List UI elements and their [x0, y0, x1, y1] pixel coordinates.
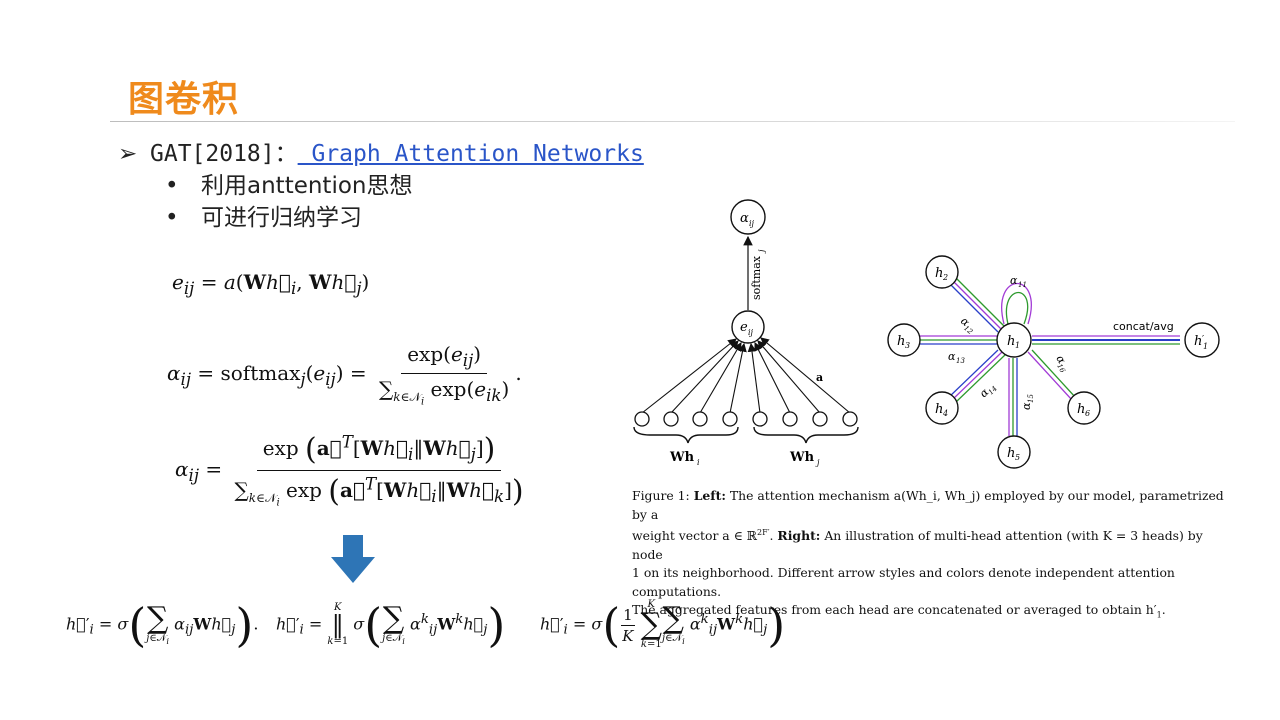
bullet-dot-icon: • — [165, 173, 179, 199]
alpha-11-sub: 11 — [1018, 281, 1027, 289]
bullet-dot-icon: • — [165, 205, 179, 231]
alpha-13-label: α — [948, 350, 956, 363]
node-h5-sub: 5 — [1015, 453, 1020, 462]
node-h6-sub: 6 — [1085, 409, 1090, 418]
e-node-sub: ij — [748, 328, 754, 337]
caption-line4: The aggregated features from each head a… — [632, 602, 1157, 618]
arrow-bullet-icon: ➢ — [118, 141, 138, 167]
center-node-label: h — [1007, 334, 1015, 349]
softmax-sub: j — [757, 249, 766, 254]
wh-i-label: Wh — [669, 450, 695, 465]
output-node-prime: ′ — [1202, 335, 1204, 345]
output-node-label: h — [1194, 334, 1202, 349]
equation-aggregate-single: h⃗′i = σ(∑j∈𝒩i αijWh⃗j). — [66, 598, 259, 652]
alpha-16-sub: 16 — [1055, 363, 1067, 375]
output-node-h1-prime — [1184, 322, 1220, 358]
caption-right-label: Right: — [777, 528, 821, 544]
alpha-node-label: α — [740, 211, 749, 226]
main-bullet: ➢ GAT[2018]： Graph Attention Networks — [118, 134, 644, 168]
node-h5-label: h — [1007, 446, 1015, 461]
caption-line2-sup: 2F′ — [757, 528, 770, 537]
e-node — [731, 310, 765, 344]
slide-title: 图卷积 — [128, 79, 240, 120]
caption-line1: The attention mechanism a(Wh_i, Wh_j) em… — [632, 488, 1224, 522]
input-neurons — [634, 411, 858, 427]
caption-line2a: weight vector a ∈ ℝ — [632, 528, 758, 544]
equation-attention-coeff: αij = exp (a⃗T[Wh⃗i‖Wh⃗j])∑k∈𝒩i exp (a⃗T… — [175, 432, 524, 509]
alpha-15-label: α — [1020, 402, 1033, 410]
alpha-11-label: α — [1010, 274, 1018, 287]
brace-right — [753, 426, 859, 444]
center-node-h1 — [996, 322, 1032, 358]
equation-aggregate-concat: h⃗′i = K‖k=1 σ(∑j∈𝒩i αkijWkh⃗j) — [276, 598, 506, 652]
alpha-15-sub: 15 — [1027, 394, 1035, 403]
wh-i-sub: i — [697, 458, 700, 467]
multi-head-attention-diagram: h 1 h 2 h 3 h 4 h 5 h 6 h ′ 1 concat/avg… — [887, 255, 1220, 469]
brace-left — [633, 426, 739, 444]
figure-caption: Figure 1: Left: The attention mechanism … — [632, 487, 1232, 625]
caption-line4-sub: 1 — [1156, 610, 1162, 620]
a-vector-label: a — [816, 371, 823, 384]
main-bullet-prefix: GAT[2018]： — [150, 141, 298, 167]
node-h5 — [997, 435, 1031, 469]
node-h2-sub: 2 — [942, 273, 948, 282]
alpha-13-sub: 13 — [956, 357, 965, 365]
center-node-sub: 1 — [1015, 341, 1020, 350]
paper-link[interactable]: Graph Attention Networks — [297, 141, 644, 167]
output-node-sub: 1 — [1203, 342, 1208, 351]
e-node-label: e — [740, 320, 748, 335]
caption-line2b: . — [769, 528, 778, 544]
sub-bullet-text: 可进行归纳学习 — [201, 205, 362, 231]
node-h2 — [925, 255, 959, 289]
concat-avg-label: concat/avg — [1113, 320, 1174, 333]
node-h4-sub: 4 — [942, 409, 948, 418]
node-h6 — [1067, 391, 1101, 425]
equation-eij: eij = a(Wh⃗i, Wh⃗j) — [172, 270, 370, 298]
wh-j-sub: j — [815, 458, 820, 467]
node-h3 — [887, 323, 921, 357]
sub-bullet-text: 利用anttention思想 — [201, 173, 413, 199]
caption-line4-end: . — [1161, 602, 1166, 618]
wh-j-label: Wh — [789, 450, 815, 465]
node-h3-label: h — [897, 334, 905, 349]
sub-bullet-attention: • 利用anttention思想 — [165, 166, 413, 200]
node-h3-sub: 3 — [905, 341, 910, 350]
caption-left-label: Left: — [693, 488, 726, 503]
down-arrow-icon — [331, 535, 375, 583]
sub-bullet-inductive: • 可进行归纳学习 — [165, 198, 362, 232]
alpha-node — [730, 199, 766, 235]
alpha-14-sub: 14 — [987, 385, 999, 397]
title-divider — [110, 121, 1235, 122]
caption-fig-label: Figure 1: — [632, 488, 690, 503]
attention-edges — [920, 277, 1180, 436]
caption-line3: 1 on its neighborhood. Different arrow s… — [632, 565, 1175, 599]
input-arrows — [641, 337, 851, 414]
node-h4 — [925, 391, 959, 425]
node-h2-label: h — [935, 266, 943, 281]
caption-line2c: An illustration of multi-head attention … — [632, 528, 1203, 562]
attention-mechanism-diagram: α ij softmax j e ij a Wh i Wh j — [633, 199, 859, 467]
node-h4-label: h — [935, 402, 943, 417]
softmax-label: softmax — [750, 255, 763, 300]
node-h6-label: h — [1077, 402, 1085, 417]
alpha-node-sub: ij — [749, 219, 755, 228]
equation-softmax: αij = softmaxj(eij) = exp(eij)∑k∈𝒩i exp(… — [167, 342, 522, 408]
